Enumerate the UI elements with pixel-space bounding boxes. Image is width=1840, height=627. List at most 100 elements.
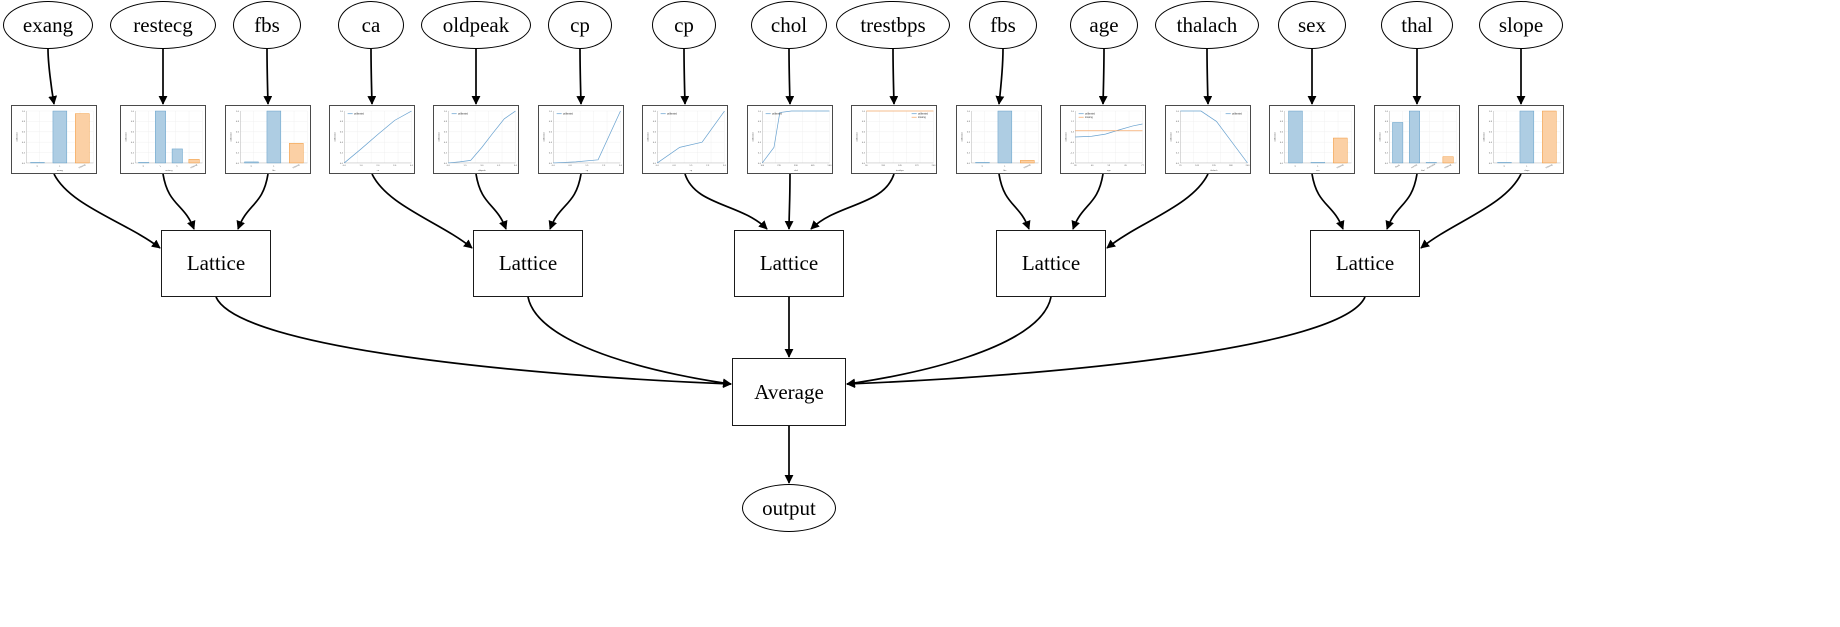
feature-node-slope[interactable]: slope [1479, 1, 1563, 49]
svg-text:slope: slope [1524, 170, 1530, 172]
lattice-node[interactable]: Lattice [161, 230, 271, 297]
feature-node-restecg[interactable]: restecg [110, 1, 216, 49]
svg-text:0.0: 0.0 [343, 165, 347, 167]
feature-node-thalach[interactable]: thalach [1155, 1, 1259, 49]
svg-text:missing: missing [1444, 164, 1452, 170]
svg-text:0.6: 0.6 [758, 132, 762, 134]
svg-text:4.0: 4.0 [410, 165, 414, 167]
svg-text:calibrated: calibrated [646, 131, 649, 141]
svg-text:215: 215 [777, 165, 781, 167]
svg-text:missing: missing [918, 117, 927, 119]
svg-text:2.3: 2.3 [602, 165, 606, 167]
feature-node-oldpeak[interactable]: oldpeak [421, 1, 531, 49]
svg-text:0.6: 0.6 [236, 132, 240, 134]
svg-text:0.0: 0.0 [656, 165, 660, 167]
svg-text:0.4: 0.4 [1489, 142, 1493, 144]
svg-text:calibrated: calibrated [458, 113, 469, 116]
svg-text:calibrated: calibrated [855, 131, 858, 141]
feature-node-exang[interactable]: exang [3, 1, 93, 49]
lattice-node[interactable]: Lattice [996, 230, 1106, 297]
svg-text:thalach: thalach [1210, 169, 1218, 172]
svg-text:0.4: 0.4 [549, 142, 553, 144]
feature-node-label: restecg [133, 12, 193, 37]
lattice-node[interactable]: Lattice [1310, 230, 1420, 297]
feature-node-label: slope [1498, 12, 1544, 37]
feature-node-fbs[interactable]: fbs [233, 1, 301, 49]
lattice-node[interactable]: Lattice [473, 230, 583, 297]
svg-text:0.2: 0.2 [340, 152, 344, 154]
svg-text:0.8: 0.8 [22, 121, 26, 123]
average-node[interactable]: Average [732, 358, 846, 426]
svg-text:1.0: 1.0 [22, 111, 26, 113]
svg-text:3.0: 3.0 [723, 165, 727, 167]
svg-text:reversible: reversible [1427, 163, 1437, 170]
svg-text:53: 53 [1108, 165, 1111, 167]
lattice-node[interactable]: Lattice [734, 230, 844, 297]
svg-text:0.0: 0.0 [447, 165, 451, 167]
feature-node-trestbps[interactable]: trestbps [836, 1, 950, 49]
svg-text:0.0: 0.0 [444, 163, 448, 165]
svg-text:fbs: fbs [272, 170, 275, 172]
svg-text:4.5: 4.5 [497, 165, 501, 167]
svg-text:1.0: 1.0 [1176, 111, 1180, 113]
svg-text:0.8: 0.8 [967, 121, 971, 123]
svg-text:sex: sex [1316, 170, 1320, 172]
feature-node-sex[interactable]: sex [1278, 1, 1346, 49]
lattice-node-label: Lattice [1335, 251, 1395, 275]
svg-text:0.0: 0.0 [131, 163, 135, 165]
svg-text:0.6: 0.6 [653, 132, 657, 134]
feature-node-cp[interactable]: cp [548, 1, 612, 49]
svg-text:1: 1 [159, 165, 162, 168]
svg-text:0.6: 0.6 [1489, 132, 1493, 134]
svg-text:90: 90 [865, 165, 868, 167]
feature-node-cp[interactable]: cp [652, 1, 716, 49]
svg-text:0.0: 0.0 [758, 163, 762, 165]
feature-node-age[interactable]: age [1070, 1, 1138, 49]
svg-text:0.0: 0.0 [1385, 163, 1389, 165]
feature-node-ca[interactable]: ca [338, 1, 404, 49]
svg-text:oldpeak: oldpeak [478, 170, 487, 172]
svg-text:0.8: 0.8 [340, 121, 344, 123]
feature-node-fbs[interactable]: fbs [969, 1, 1037, 49]
svg-text:missing: missing [293, 164, 301, 170]
svg-text:0.2: 0.2 [1176, 152, 1180, 154]
svg-text:65: 65 [1124, 165, 1127, 167]
svg-text:calibrated: calibrated [333, 131, 336, 141]
svg-text:cp: cp [586, 170, 589, 172]
svg-text:0.4: 0.4 [1280, 142, 1284, 144]
svg-text:age: age [1107, 170, 1111, 172]
lattice-node-label: Lattice [186, 251, 246, 275]
svg-text:168: 168 [1229, 165, 1233, 167]
svg-text:0.8: 0.8 [131, 121, 135, 123]
svg-text:0.0: 0.0 [862, 163, 866, 165]
feature-node-thal[interactable]: thal [1381, 1, 1453, 49]
feature-node-chol[interactable]: chol [751, 1, 827, 49]
svg-text:calibrated: calibrated [751, 131, 754, 141]
svg-text:0.8: 0.8 [1385, 121, 1389, 123]
svg-text:2.3: 2.3 [706, 165, 710, 167]
output-node[interactable]: output [742, 484, 836, 532]
svg-text:calibrated: calibrated [918, 113, 929, 116]
svg-text:0.6: 0.6 [340, 132, 344, 134]
